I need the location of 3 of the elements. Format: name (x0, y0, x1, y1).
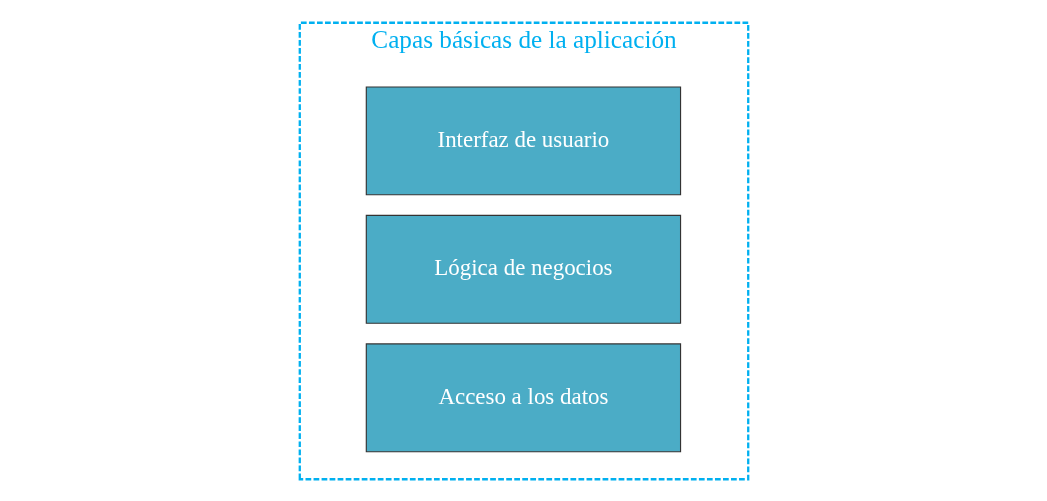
node-box: Interfaz de usuario (365, 85, 681, 195)
node-box: Lógica de negocios (365, 214, 681, 324)
node-box: Acceso a los datos (365, 342, 681, 452)
